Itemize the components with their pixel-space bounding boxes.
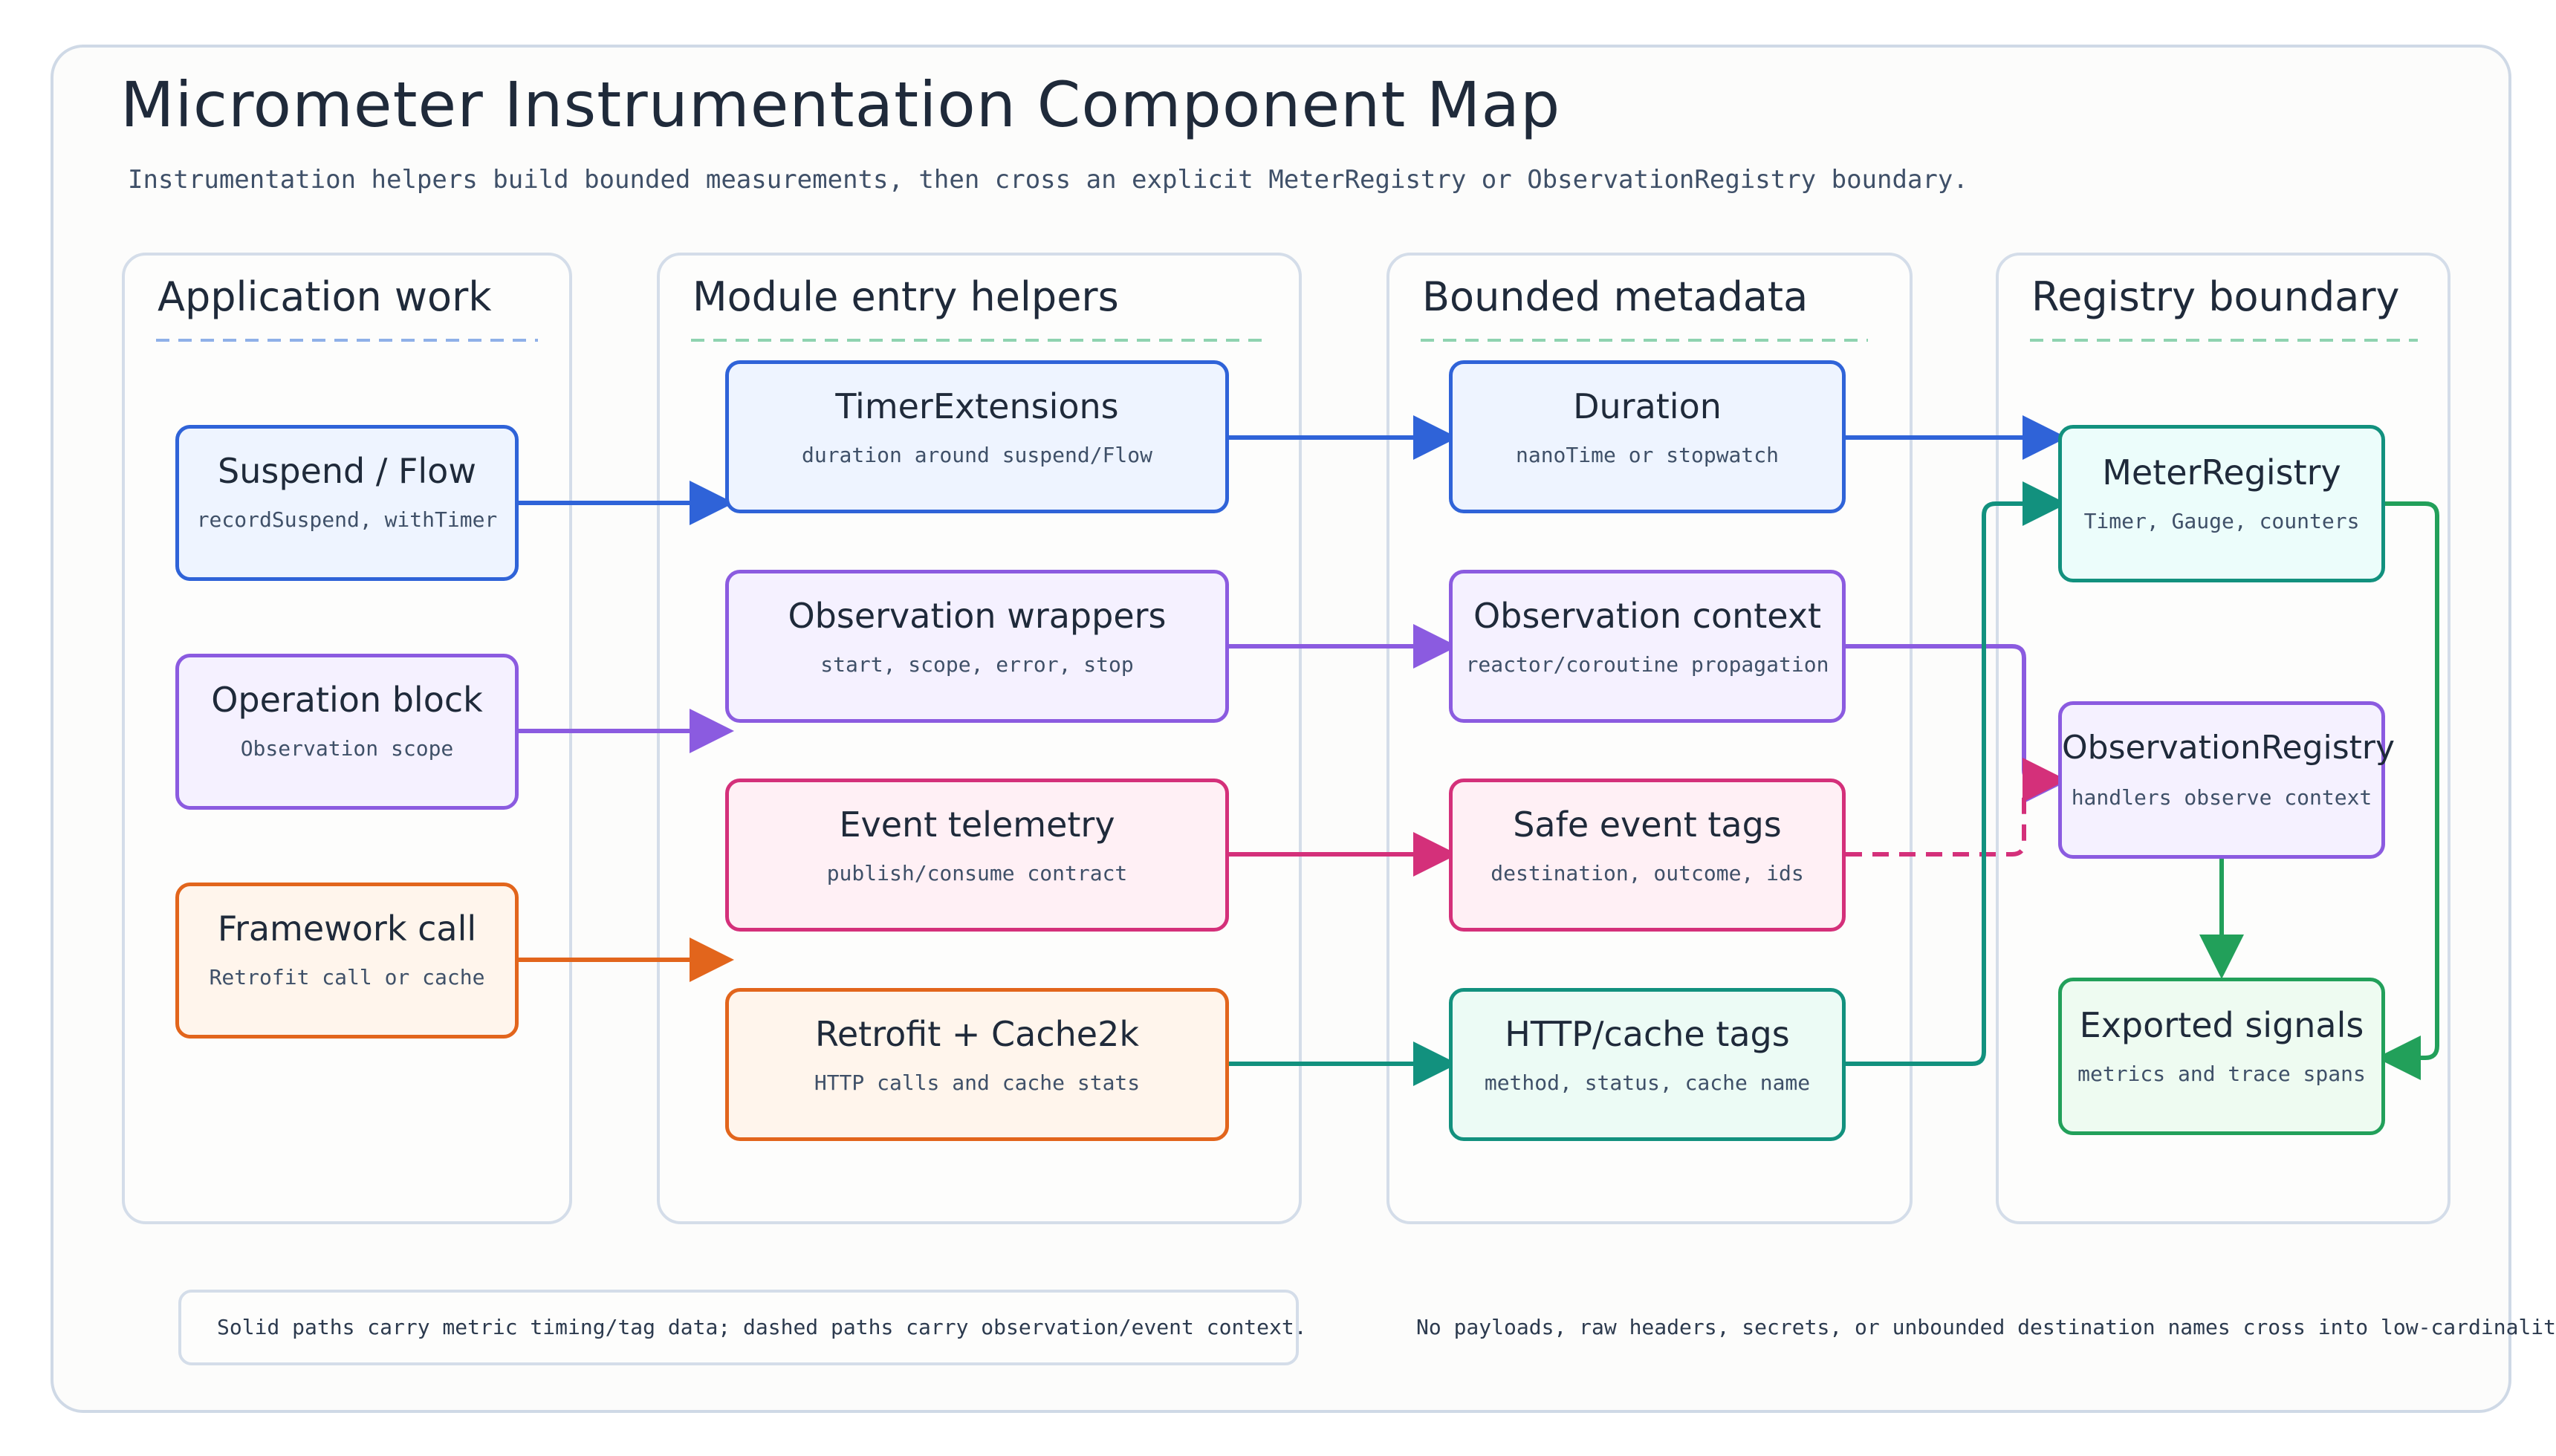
page-subtitle: Instrumentation helpers build bounded me… [128,165,1968,195]
node-title: Event telemetry [839,805,1115,845]
arrow-context-to-observationregistry [1846,644,2067,804]
node-timer-extensions: TimerExtensions duration around suspend/… [725,360,1229,513]
node-title: Observation context [1473,596,1822,636]
node-subtitle: destination, outcome, ids [1491,861,1804,885]
node-title: Exported signals [2079,1005,2364,1045]
lane-title-application-work: Application work [158,273,492,320]
node-safe-event-tags: Safe event tags destination, outcome, id… [1449,779,1846,932]
lane-title-bounded-metadata: Bounded metadata [1422,273,1809,320]
node-title: TimerExtensions [835,386,1119,426]
lane-title-registry-boundary: Registry boundary [2031,273,2400,320]
node-title: Suspend / Flow [218,451,476,491]
node-observation-wrappers: Observation wrappers start, scope, error… [725,570,1229,723]
node-subtitle: method, status, cache name [1484,1070,1811,1095]
legend-text: Solid paths carry metric timing/tag data… [217,1315,1307,1339]
node-title: HTTP/cache tags [1505,1014,1790,1054]
node-title: Safe event tags [1513,805,1782,845]
node-subtitle: HTTP calls and cache stats [814,1070,1141,1095]
arrow-meterregistry-to-exported [2376,501,2439,1080]
node-subtitle: handlers observe context [2071,785,2372,810]
node-http-cache-tags: HTTP/cache tags method, status, cache na… [1449,988,1846,1141]
node-title: Duration [1573,386,1722,426]
node-observation-context: Observation context reactor/coroutine pr… [1449,570,1846,723]
node-subtitle: Observation scope [240,736,454,761]
node-title: Framework call [217,909,477,949]
node-operation-block: Operation block Observation scope [175,654,519,810]
node-title: MeterRegistry [2102,452,2341,493]
node-subtitle: start, scope, error, stop [820,652,1134,677]
legend-box [178,1290,1299,1365]
node-meter-registry: MeterRegistry Timer, Gauge, counters [2058,425,2385,582]
node-subtitle: Timer, Gauge, counters [2083,509,2360,533]
node-subtitle: publish/consume contract [826,861,1128,885]
node-subtitle: metrics and trace spans [2077,1062,2366,1086]
node-event-telemetry: Event telemetry publish/consume contract [725,779,1229,932]
footnote-text: No payloads, raw headers, secrets, or un… [1416,1315,2556,1339]
node-title: Retrofit + Cache2k [814,1014,1140,1054]
arrow-safetags-to-observationregistry [1846,758,2067,857]
lane-title-module-entry-helpers: Module entry helpers [692,273,1119,320]
node-title: Operation block [211,680,483,720]
node-exported-signals: Exported signals metrics and trace spans [2058,978,2385,1135]
node-subtitle: nanoTime or stopwatch [1515,443,1779,467]
node-suspend-flow: Suspend / Flow recordSuspend, withTimer [175,425,519,581]
node-retrofit-cache2k: Retrofit + Cache2k HTTP calls and cache … [725,988,1229,1141]
node-duration: Duration nanoTime or stopwatch [1449,360,1846,513]
node-subtitle: recordSuspend, withTimer [196,507,498,532]
node-title: ObservationRegistry [2062,729,2396,767]
node-observation-registry: ObservationRegistry handlers observe con… [2058,701,2396,859]
node-framework-call: Framework call Retrofit call or cache [175,883,519,1039]
arrow-httptags-to-meterregistry [1846,481,2067,1066]
node-subtitle: reactor/coroutine propagation [1465,652,1829,677]
node-subtitle: duration around suspend/Flow [801,443,1152,467]
node-title: Observation wrappers [788,596,1167,636]
node-subtitle: Retrofit call or cache [209,965,485,989]
page-title: Micrometer Instrumentation Component Map [120,68,1561,141]
